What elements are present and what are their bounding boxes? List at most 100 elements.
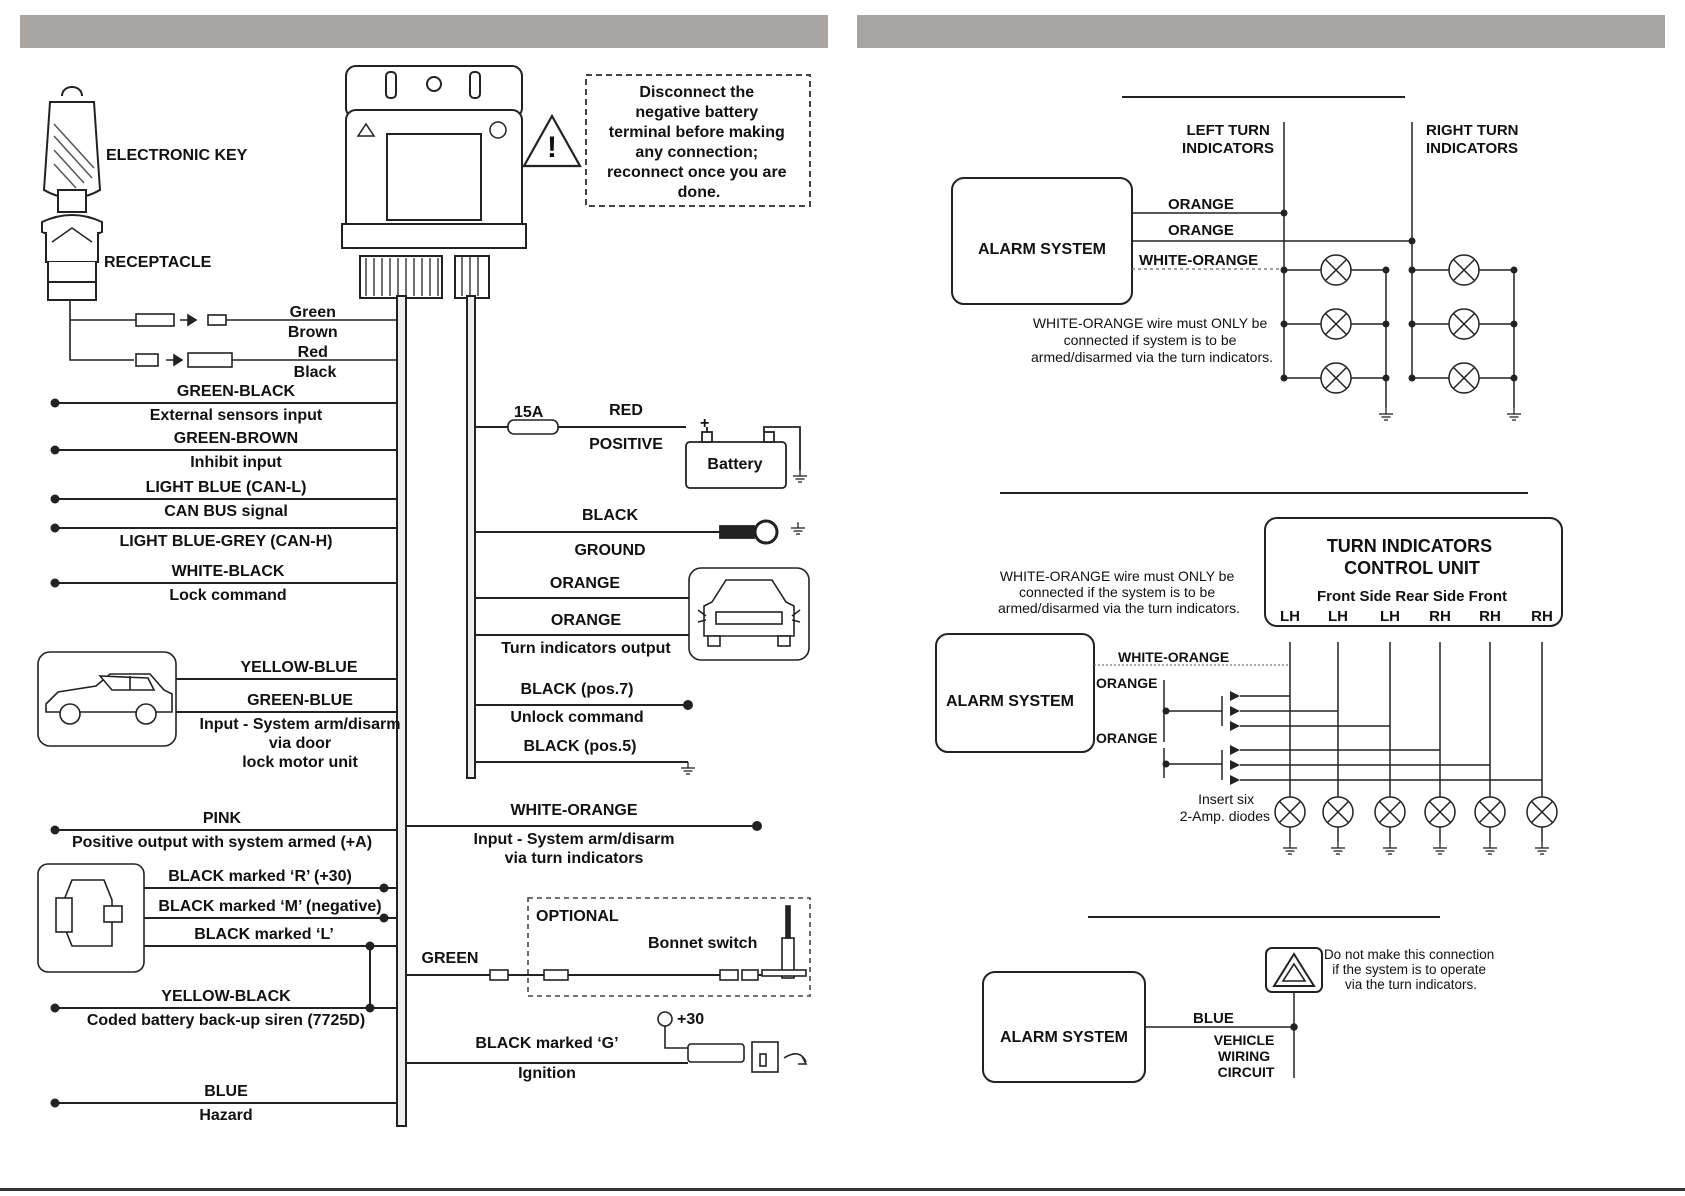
receptacle-icon	[41, 214, 103, 301]
wire-name-label: BLACK marked ‘M’ (negative)	[158, 898, 381, 915]
wire-name-label: BLACK	[582, 507, 638, 524]
ignition-icon	[657, 1011, 808, 1073]
wire-terminal	[50, 825, 60, 835]
ground-icon	[1382, 841, 1398, 855]
wire-desc-label: Input - System arm/disarm	[200, 716, 401, 733]
diode-icon	[1230, 706, 1240, 716]
wire-desc-label: Inhibit input	[190, 454, 282, 471]
ground-icon	[792, 469, 808, 483]
diagram3-alarm-label: ALARM SYSTEM	[1000, 1029, 1128, 1046]
fuse-icon	[507, 419, 559, 435]
wire-name-label: BLACK (pos.7)	[521, 681, 634, 698]
warning-box	[585, 74, 811, 207]
diagram2-wire-label: WHITE-ORANGE	[1118, 649, 1229, 665]
diode-icon	[1230, 691, 1240, 701]
wire-terminal	[379, 883, 389, 893]
optional-box	[527, 897, 811, 997]
svg-text:!: !	[547, 131, 557, 164]
car-side-icon	[37, 651, 177, 747]
lamp-icon	[1322, 796, 1354, 828]
ground-icon	[1534, 841, 1550, 855]
wire-name-label: YELLOW-BLUE	[241, 659, 358, 676]
electronic-key-label: ELECTRONIC KEY	[106, 147, 248, 164]
wire-desc-label: POSITIVE	[589, 436, 663, 453]
diagram1-alarm-label: ALARM SYSTEM	[978, 241, 1106, 258]
junction-dot	[1280, 374, 1288, 382]
hazard-icon	[1265, 947, 1323, 993]
right-turn-label: RIGHT TURN INDICATORS	[1426, 122, 1523, 157]
wire-name-label: WHITE-BLACK	[172, 563, 285, 580]
wire-desc-label: via turn indicators	[505, 850, 644, 867]
right-header-bar	[857, 15, 1665, 48]
wire-name-label: BLACK marked ‘L’	[194, 926, 334, 943]
wire-desc-label: External sensors input	[150, 407, 323, 424]
main-wire-trunk	[396, 295, 407, 1127]
key-wiring	[69, 300, 398, 368]
diagram2-wire-label: ORANGE	[1096, 675, 1157, 691]
bottom-rule	[0, 1188, 1685, 1191]
ground-icon	[1482, 841, 1498, 855]
wire-name-label: LIGHT BLUE (CAN-L)	[146, 479, 307, 496]
diagram2-alarm-box	[935, 633, 1095, 753]
ground-icon	[1378, 407, 1394, 421]
lamp-icon	[1424, 796, 1456, 828]
wire-terminal	[50, 578, 60, 588]
wire-terminal	[365, 1003, 375, 1013]
diode-icon	[1230, 745, 1240, 755]
diode-icon	[1230, 775, 1240, 785]
lamp-icon	[1320, 308, 1352, 340]
electronic-key-icon	[42, 86, 102, 213]
wire-terminal	[50, 1003, 60, 1013]
wire-terminal	[683, 700, 693, 710]
receptacle-label: RECEPTACLE	[104, 254, 212, 271]
secondary-wire-trunk	[466, 295, 476, 779]
wire-desc-label: Coded battery back-up siren (7725D)	[87, 1012, 365, 1029]
vehicle-circuit-label: VEHICLE WIRING CIRCUIT	[1214, 1032, 1279, 1080]
lamp-icon	[1448, 362, 1480, 394]
wire-name-label: ORANGE	[551, 612, 622, 629]
diodes-label: Insert six 2-Amp. diodes	[1180, 791, 1270, 824]
wire-desc-label: Ignition	[518, 1065, 576, 1082]
wire-desc-label: GROUND	[574, 542, 645, 559]
battery-plus-label: +	[700, 415, 709, 432]
wire-terminal	[50, 523, 60, 533]
output-label: RH	[1429, 608, 1451, 625]
diagram1-wire-label: ORANGE	[1168, 196, 1234, 213]
warning-triangle-icon: !	[522, 113, 582, 168]
output-label: LH	[1280, 608, 1300, 625]
diagram2-wire-label: ORANGE	[1096, 730, 1157, 746]
output-label: LH	[1328, 608, 1348, 625]
wire-terminal	[50, 1098, 60, 1108]
control-module-icon	[341, 65, 527, 299]
lamp-icon	[1448, 308, 1480, 340]
lamp-icon	[1448, 254, 1480, 286]
wire-name-label: BLACK marked ‘G’	[475, 1035, 618, 1052]
battery-icon	[685, 426, 801, 489]
wire-name-label: BLUE	[204, 1083, 248, 1100]
ground-icon	[680, 761, 696, 775]
diagram2-alarm-label: ALARM SYSTEM	[946, 693, 1074, 710]
diagram1-circuit	[1132, 122, 1522, 421]
wire-name-label: ORANGE	[550, 575, 621, 592]
wire-name-label: RED	[609, 402, 643, 419]
wire-name-label: GREEN	[422, 950, 479, 967]
junction-dot	[1408, 374, 1416, 382]
junction-dot	[1408, 320, 1416, 328]
diode-icon	[1230, 760, 1240, 770]
wire-name-label: LIGHT BLUE-GREY (CAN-H)	[119, 533, 332, 550]
wire-desc-label: Lock command	[169, 587, 286, 604]
diagram1-wire-label: ORANGE	[1168, 222, 1234, 239]
diagram1-wire-label: WHITE-ORANGE	[1139, 252, 1258, 269]
siren-icon	[37, 863, 145, 973]
diagram2-note: WHITE-ORANGE wire must ONLY be connected…	[998, 568, 1240, 616]
wire-terminal	[50, 398, 60, 408]
plus30-label: +30	[677, 1011, 704, 1028]
optional-label: OPTIONAL	[536, 908, 619, 925]
control-unit-title: TURN INDICATORS CONTROL UNIT	[1327, 536, 1497, 578]
wire-desc-label: Input - System arm/disarm	[474, 831, 675, 848]
